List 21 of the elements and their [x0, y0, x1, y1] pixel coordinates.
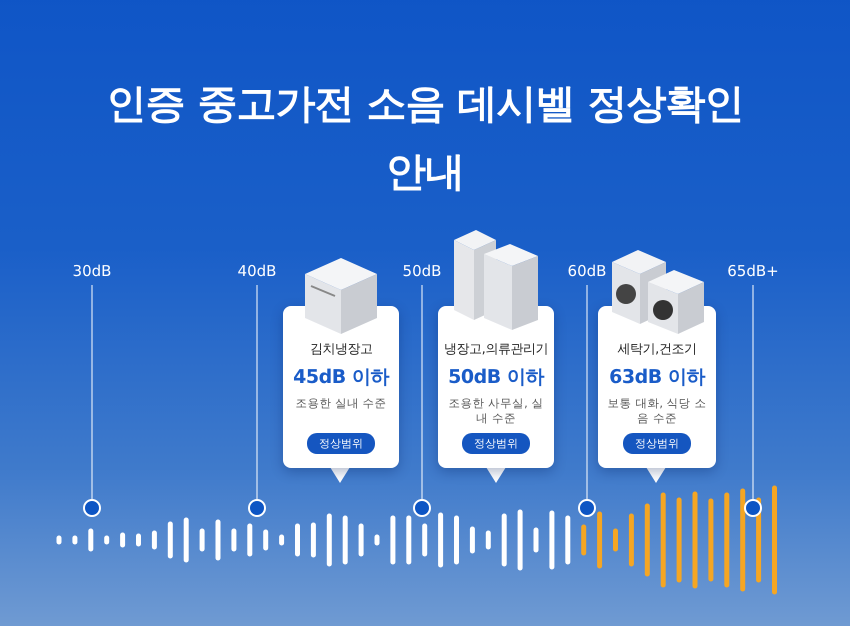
decibel-limit: 45dB 이하	[293, 365, 389, 390]
status-badge: 정상범위	[623, 433, 691, 454]
decibel-label: 65dB+	[727, 262, 779, 280]
callout-card	[438, 306, 554, 468]
noise-description: 조용한 사무실, 실내 수준	[448, 396, 544, 426]
status-badge: 정상범위	[307, 433, 375, 454]
decibel-label: 60dB	[568, 262, 606, 280]
title: 인증 중고가전 소음 데시벨 정상확인 안내	[106, 80, 744, 197]
status-badge: 정상범위	[462, 433, 530, 454]
callout-card	[283, 306, 399, 468]
decibel-limit: 50dB 이하	[448, 365, 544, 390]
decibel-label: 50dB	[402, 262, 442, 280]
appliance-name: 김치냉장고	[310, 341, 372, 358]
decibel-limit: 63dB 이하	[609, 365, 705, 390]
noise-description: 조용한 실내 수준	[294, 396, 388, 412]
decibel-label: 40dB	[238, 262, 276, 280]
appliance-name: 세탁기,건조기	[618, 341, 696, 358]
noise-description: 보통 대화, 식당 소음 수준	[607, 396, 707, 426]
decibel-label: 30dB	[72, 262, 112, 280]
callout-card	[598, 306, 716, 468]
appliance-name: 냉장고,의류관리기	[444, 341, 548, 358]
